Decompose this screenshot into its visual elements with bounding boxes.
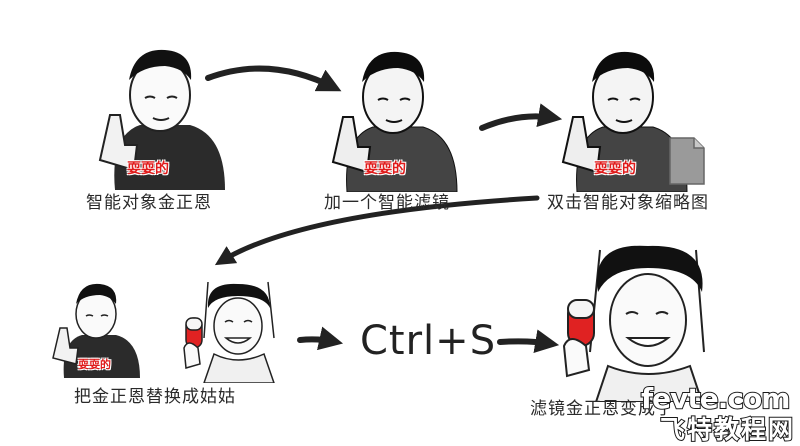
step-caption-3: 双击智能对象缩略图 — [547, 193, 709, 213]
step-caption-2: 加一个智能滤镜 — [324, 193, 450, 213]
kim-figure-2 — [331, 51, 458, 192]
kim-figure-1 — [98, 49, 225, 190]
stamp-label-2: 耍耍的 — [364, 161, 406, 177]
kim-figure-3 — [561, 51, 688, 192]
gugu-figure-small — [183, 281, 275, 383]
stamp-label-4: 耍耍的 — [78, 358, 111, 371]
arrow-shortcut-to-result — [497, 329, 560, 354]
step-caption-4: 把金正恩替换成姑姑 — [74, 387, 236, 407]
stamp-label-3: 耍耍的 — [594, 161, 636, 177]
stamp-label-1: 耍耍的 — [127, 161, 169, 177]
watermark-site: fevte.com — [640, 381, 791, 416]
step-caption-1: 智能对象金正恩 — [86, 193, 212, 213]
arrow-step2-to-step3 — [479, 103, 563, 131]
save-shortcut-label: Ctrl+S — [360, 318, 497, 364]
step-caption-5: 滤镜金正恩变成了 — [530, 399, 674, 419]
watermark-name: 飞特教程网 — [659, 414, 796, 445]
kim-figure-small — [52, 283, 140, 378]
smart-object-thumbnail-icon — [669, 137, 705, 185]
arrow-step4-to-shortcut — [297, 326, 344, 351]
gugu-figure-large — [562, 245, 705, 402]
